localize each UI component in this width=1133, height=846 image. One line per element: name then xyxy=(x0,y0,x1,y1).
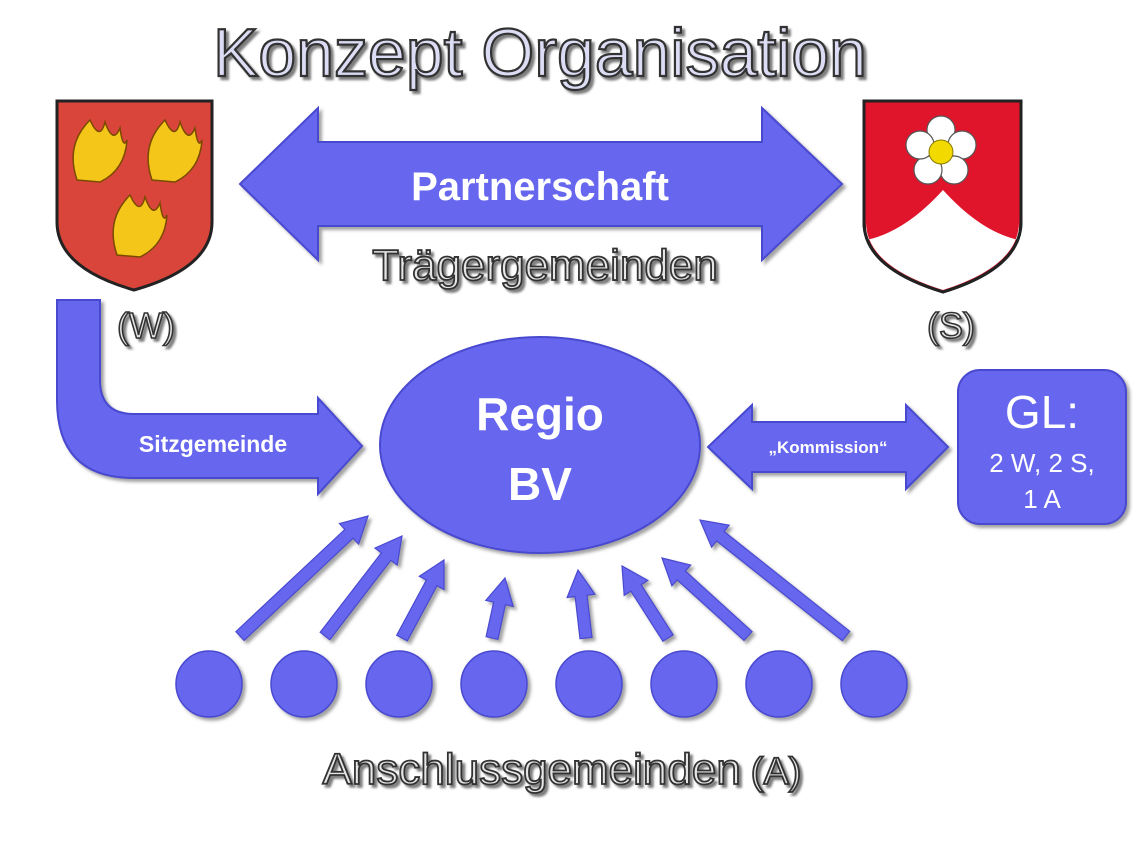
management-title: GL: xyxy=(1005,386,1079,438)
regio-bv-line2: BV xyxy=(508,458,572,510)
regio-bv-line1: Regio xyxy=(476,388,604,440)
member-community-7 xyxy=(745,650,813,718)
regio-bv-node xyxy=(379,336,701,554)
seat-community-arrow xyxy=(56,299,364,497)
members-label-main: Anschlussgemeinden xyxy=(323,745,741,794)
member-arrow-6 xyxy=(621,564,674,643)
member-arrow-7 xyxy=(661,557,753,642)
member-community-4 xyxy=(460,650,528,718)
member-arrow-3 xyxy=(395,558,445,642)
page-title: Konzept Organisation xyxy=(213,15,867,91)
member-community-1 xyxy=(175,650,243,718)
seat-community-label: Sitzgemeinde xyxy=(139,431,287,457)
partnership-label: Partnerschaft xyxy=(411,165,669,209)
management-line1: 2 W, 2 S, xyxy=(989,448,1095,478)
member-arrows xyxy=(235,515,851,643)
management-box xyxy=(957,369,1127,525)
member-community-8 xyxy=(840,650,908,718)
commission-label: „Kommission“ xyxy=(768,438,887,457)
member-arrow-1 xyxy=(235,515,369,642)
wings-coat-of-arms-icon xyxy=(55,99,214,292)
member-circles xyxy=(175,650,908,718)
partnership-sublabel: Trägergemeinden xyxy=(372,241,718,290)
member-arrow-5 xyxy=(566,568,596,640)
partnership-double-arrow xyxy=(238,105,844,263)
member-arrow-2 xyxy=(319,534,403,641)
member-community-5 xyxy=(555,650,623,718)
member-community-6 xyxy=(650,650,718,718)
rose-coat-of-arms-icon xyxy=(862,99,1023,294)
crest-left-label: (W) xyxy=(117,305,175,346)
commission-double-arrow xyxy=(706,402,950,492)
member-community-3 xyxy=(365,650,433,718)
member-arrow-8 xyxy=(699,519,851,642)
members-label-suffix: (A) xyxy=(751,751,802,793)
member-arrow-4 xyxy=(484,576,515,641)
crest-right-label: (S) xyxy=(927,305,975,346)
member-community-2 xyxy=(270,650,338,718)
management-line2: 1 A xyxy=(1023,484,1061,514)
members-label: Anschlussgemeinden(A) xyxy=(323,745,802,794)
